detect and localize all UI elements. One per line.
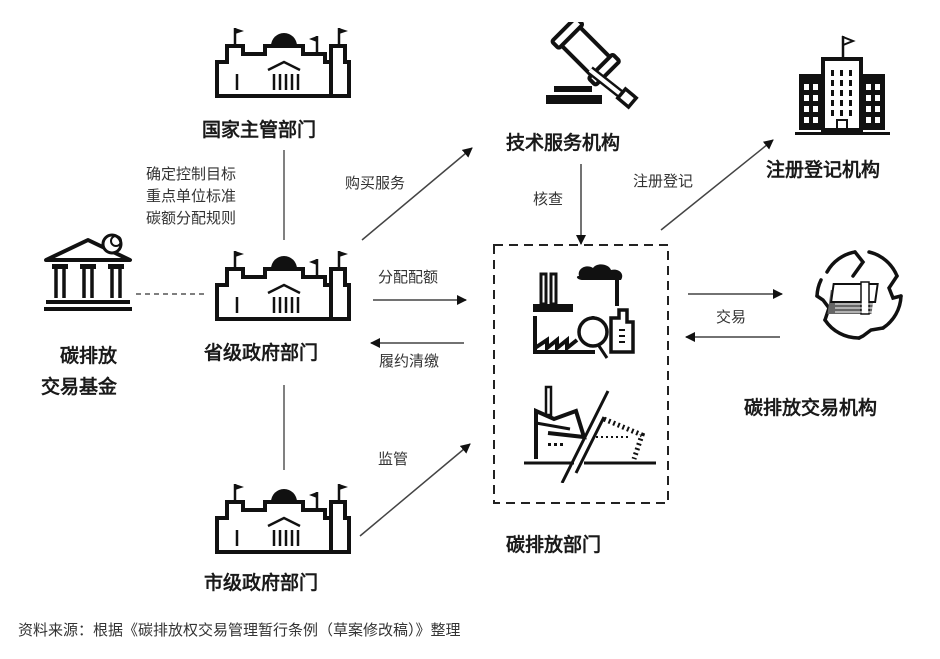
- arrow-buy-service: [361, 147, 473, 241]
- edge-label-buy-service: 购买服务: [345, 174, 406, 192]
- government-building-icon: [215, 28, 351, 98]
- edge-label-compliance: 履约清缴: [379, 352, 440, 370]
- government-building-icon: [215, 484, 351, 554]
- office-building-icon: [795, 35, 890, 135]
- emitters-box: [493, 244, 669, 504]
- duty-item: 确定控制目标: [146, 165, 237, 183]
- edge-label-supervise: 监管: [378, 450, 409, 468]
- factory-icon: [533, 264, 635, 359]
- bank-coin-icon: [44, 233, 132, 311]
- arrow-supervise: [359, 443, 471, 537]
- duty-item: 碳额分配规则: [146, 209, 237, 227]
- node-tech-service: 技术服务机构: [506, 132, 621, 154]
- edge-label-register: 注册登记: [633, 172, 694, 190]
- node-exchange: 碳排放交易机构: [744, 397, 878, 419]
- power-plant-icon: [524, 385, 656, 483]
- duty-item: 重点单位标准: [146, 187, 237, 205]
- edge-label-verify: 核查: [533, 190, 564, 208]
- node-fund-line1: 碳排放: [60, 345, 118, 367]
- government-building-icon: [215, 251, 351, 321]
- money-exchange-icon: [815, 250, 903, 340]
- node-emitters: 碳排放部门: [506, 534, 602, 556]
- node-provincial: 省级政府部门: [204, 342, 319, 364]
- gavel-icon: [546, 22, 639, 110]
- source-note: 资料来源：根据《碳排放权交易管理暂行条例（草案修改稿）》整理: [18, 621, 461, 639]
- arrow-register: [660, 139, 774, 231]
- edge-label-allocate: 分配配额: [378, 268, 439, 286]
- node-national: 国家主管部门: [202, 119, 317, 141]
- node-municipal: 市级政府部门: [204, 572, 319, 594]
- node-registry: 注册登记机构: [766, 159, 881, 181]
- national-duties: 确定控制目标 重点单位标准 碳额分配规则: [146, 163, 236, 229]
- edge-label-trade: 交易: [716, 308, 747, 326]
- node-fund-line2: 交易基金: [41, 376, 118, 398]
